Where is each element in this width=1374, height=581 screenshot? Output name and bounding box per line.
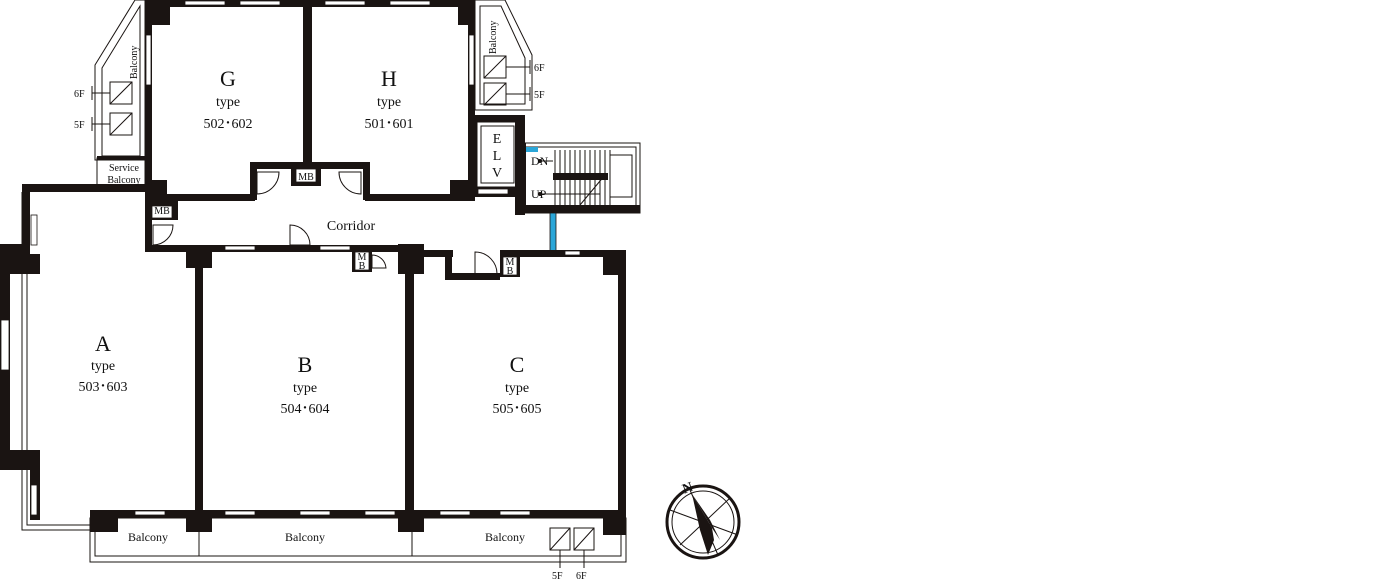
mb-label-top: MB: [298, 172, 314, 183]
balcony-label-c: Balcony: [485, 530, 525, 544]
mb-label-left: MB: [154, 206, 170, 217]
mb-label-b-b: B: [359, 261, 366, 272]
floor-5f-g: 5F: [74, 120, 85, 131]
unit-a-type: type: [91, 359, 115, 374]
walls-top-block: [145, 0, 475, 201]
elevator-label-v: V: [492, 166, 502, 181]
corridor-label: Corridor: [327, 219, 376, 234]
walls-lower-block: [0, 184, 626, 535]
balcony-label-b: Balcony: [285, 530, 325, 544]
walls-corridor: [145, 200, 625, 280]
mb-label-b-m: M: [358, 252, 367, 263]
doors: [152, 171, 498, 276]
compass-north-label: N: [681, 480, 696, 498]
unit-b-rooms: 504･604: [281, 402, 330, 417]
unit-c-letter: C: [510, 352, 525, 377]
balcony-g: [91, 0, 146, 161]
mb-label-c-b: B: [507, 266, 514, 277]
stairs-dn-label: DN: [531, 154, 549, 168]
balcony-label-a: Balcony: [128, 530, 168, 544]
service-balcony-label-1: Service: [109, 163, 140, 174]
floor-5f-c: 5F: [552, 571, 563, 581]
unit-g-rooms: 502･602: [204, 117, 253, 132]
unit-g-letter: G: [220, 66, 236, 91]
unit-g-type: type: [216, 95, 240, 110]
stairs-up-label: UP: [531, 187, 547, 201]
unit-a-rooms: 503･603: [79, 380, 128, 395]
elevator-label-l: L: [493, 149, 502, 164]
floor-6f-h: 6F: [534, 63, 545, 74]
elevator-label-e: E: [493, 132, 502, 147]
unit-c-rooms: 505･605: [493, 402, 542, 417]
stairs: [519, 142, 641, 214]
balcony-label-g: Balcony: [129, 46, 140, 79]
balcony-label-h: Balcony: [488, 21, 499, 54]
windows-top: [145, 0, 475, 86]
corridor-link: [549, 212, 557, 254]
mb-boxes: [352, 250, 520, 277]
elevator: [470, 115, 525, 215]
unit-c-type: type: [505, 381, 529, 396]
service-balcony-label-2: Balcony: [107, 175, 140, 186]
floor-6f-g: 6F: [74, 89, 85, 100]
floor-6f-c: 6F: [576, 571, 587, 581]
balcony-h: [474, 0, 533, 111]
unit-h-type: type: [377, 95, 401, 110]
unit-b-type: type: [293, 381, 317, 396]
floor-5f-h: 5F: [534, 90, 545, 101]
unit-h-letter: H: [381, 66, 397, 91]
compass-icon: N: [665, 480, 741, 560]
unit-a-letter: A: [95, 331, 111, 356]
unit-h-rooms: 501･601: [365, 117, 414, 132]
unit-b-letter: B: [298, 352, 313, 377]
balcony-lower: [21, 192, 627, 568]
mb-label-c-m: M: [506, 257, 515, 268]
